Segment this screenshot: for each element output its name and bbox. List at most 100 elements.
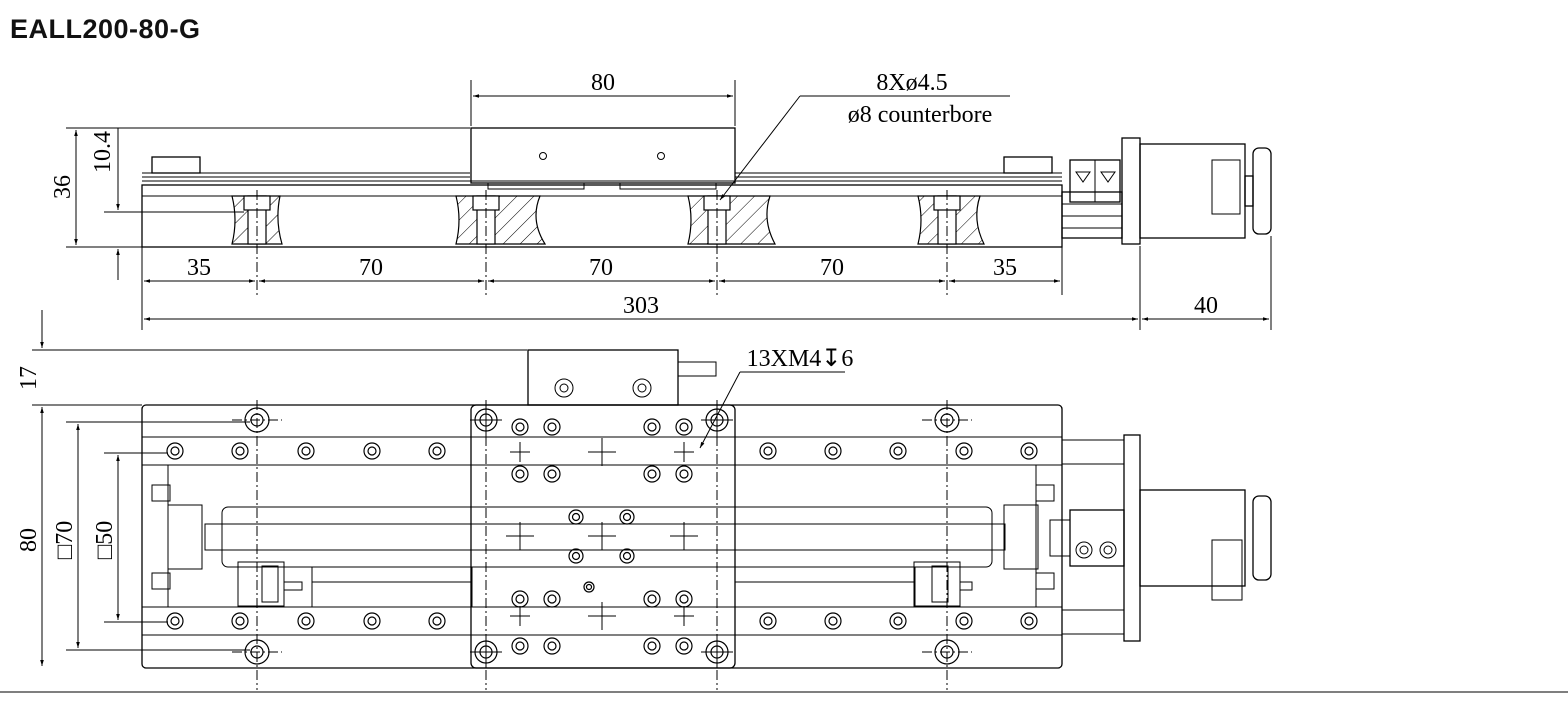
carriage-tapped-hole	[515, 594, 525, 604]
drawing-title: EALL200-80-G	[10, 14, 201, 44]
rail-screw	[828, 616, 838, 626]
carriage-tapped-hole	[675, 418, 693, 436]
top-dimensions: 17 80 □70 □50 13XM4↧6	[16, 310, 972, 690]
carriage-center-hole	[622, 512, 632, 522]
carriage-tapped-hole	[675, 465, 693, 483]
carriage-tapped-hole	[543, 418, 561, 436]
carriage-tapped-hole	[547, 641, 557, 651]
rail-screw	[889, 442, 907, 460]
rail-screw	[1020, 442, 1038, 460]
tapped-hole-note: 13XM4↧6	[747, 346, 854, 372]
carriage-tapped-hole	[515, 469, 525, 479]
top-coupling	[1069, 509, 1125, 567]
hole-note-1: 8Xø4.5	[876, 70, 947, 96]
rail-screw	[889, 612, 907, 630]
carriage-center-hole	[619, 548, 635, 564]
carriage-tapped-hole	[675, 590, 693, 608]
center-mark	[510, 606, 530, 626]
rail-screw	[955, 442, 973, 460]
carriage-tapped-hole	[547, 469, 557, 479]
front-motor-flange	[1121, 137, 1141, 245]
carriage-tapped-hole	[643, 418, 661, 436]
carriage-tapped-hole	[679, 641, 689, 651]
center-mark	[674, 442, 694, 462]
carriage-tapped-hole	[647, 641, 657, 651]
dim-offset-top: 17	[16, 366, 42, 390]
rail-screw	[959, 616, 969, 626]
carriage-tapped-hole	[511, 465, 529, 483]
rail-screw	[367, 616, 377, 626]
front-coupling-housing	[1061, 191, 1123, 239]
center-mark	[588, 522, 616, 550]
rail-screw	[297, 442, 315, 460]
rail-screw	[959, 446, 969, 456]
carriage-tapped-hole	[647, 422, 657, 432]
dim-square-70: □70	[52, 521, 78, 560]
center-mark	[670, 522, 698, 550]
carriage-center-hole	[571, 551, 581, 561]
carriage-center-hole	[571, 512, 581, 522]
hole-note-2: ø8 counterbore	[848, 102, 993, 128]
top-motor-body	[1139, 489, 1246, 587]
rail-screw	[893, 446, 903, 456]
dim-spacing-1: 70	[359, 255, 383, 281]
rail-screw	[763, 446, 773, 456]
front-end-block-right	[1003, 156, 1053, 174]
top-carriage-plate	[470, 404, 736, 669]
carriage-tapped-hole	[543, 637, 561, 655]
rail-screw	[428, 612, 446, 630]
dim-carriage-width: 80	[591, 70, 615, 96]
rail-screw	[231, 612, 249, 630]
rail-screw	[170, 616, 180, 626]
rail-screw	[170, 446, 180, 456]
center-mark	[674, 606, 694, 626]
rail-screw	[231, 442, 249, 460]
front-dimensions: 80 8Xø4.5 ø8 counterbore 36 10.4 35 70 7…	[50, 70, 1272, 330]
rail-screw	[235, 616, 245, 626]
rail-screw	[363, 612, 381, 630]
rail-screw	[763, 616, 773, 626]
carriage-tapped-hole	[679, 594, 689, 604]
carriage-tapped-hole	[547, 594, 557, 604]
rail-screw	[301, 446, 311, 456]
top-sensor-block	[527, 349, 679, 406]
rail-screw	[1020, 612, 1038, 630]
rail-screw	[759, 442, 777, 460]
dim-length-total: 303	[623, 293, 659, 319]
rail-screw	[363, 442, 381, 460]
rail-screw	[1024, 446, 1034, 456]
rail-screw	[432, 446, 442, 456]
dim-square-50: □50	[92, 521, 118, 560]
rail-screw	[166, 612, 184, 630]
top-view	[141, 349, 1272, 669]
front-carriage	[470, 127, 736, 184]
rail-screw	[432, 616, 442, 626]
rail-screw	[955, 612, 973, 630]
center-mark	[506, 522, 534, 550]
center-mark	[588, 602, 616, 630]
carriage-tapped-hole	[547, 422, 557, 432]
rail-screw	[824, 442, 842, 460]
carriage-center-hole	[568, 509, 584, 525]
rail-screw	[235, 446, 245, 456]
top-motor-knob	[1252, 495, 1272, 581]
rail-screw	[759, 612, 777, 630]
carriage-center-hole	[622, 551, 632, 561]
carriage-pin-hole	[585, 583, 593, 591]
carriage-tapped-hole	[511, 590, 529, 608]
rail-screw	[828, 446, 838, 456]
front-motor-knob	[1252, 147, 1272, 235]
carriage-tapped-hole	[511, 637, 529, 655]
rail-screw-pattern	[166, 407, 1038, 665]
carriage-tapped-hole	[511, 418, 529, 436]
carriage-tapped-hole	[679, 469, 689, 479]
carriage-center-hole	[568, 548, 584, 564]
carriage-tapped-hole	[643, 637, 661, 655]
carriage-tapped-hole	[515, 641, 525, 651]
front-motor-body	[1139, 143, 1246, 239]
carriage-tapped-hole	[643, 465, 661, 483]
rail-screw	[893, 616, 903, 626]
carriage-tapped-hole	[643, 590, 661, 608]
carriage-tapped-hole	[675, 637, 693, 655]
